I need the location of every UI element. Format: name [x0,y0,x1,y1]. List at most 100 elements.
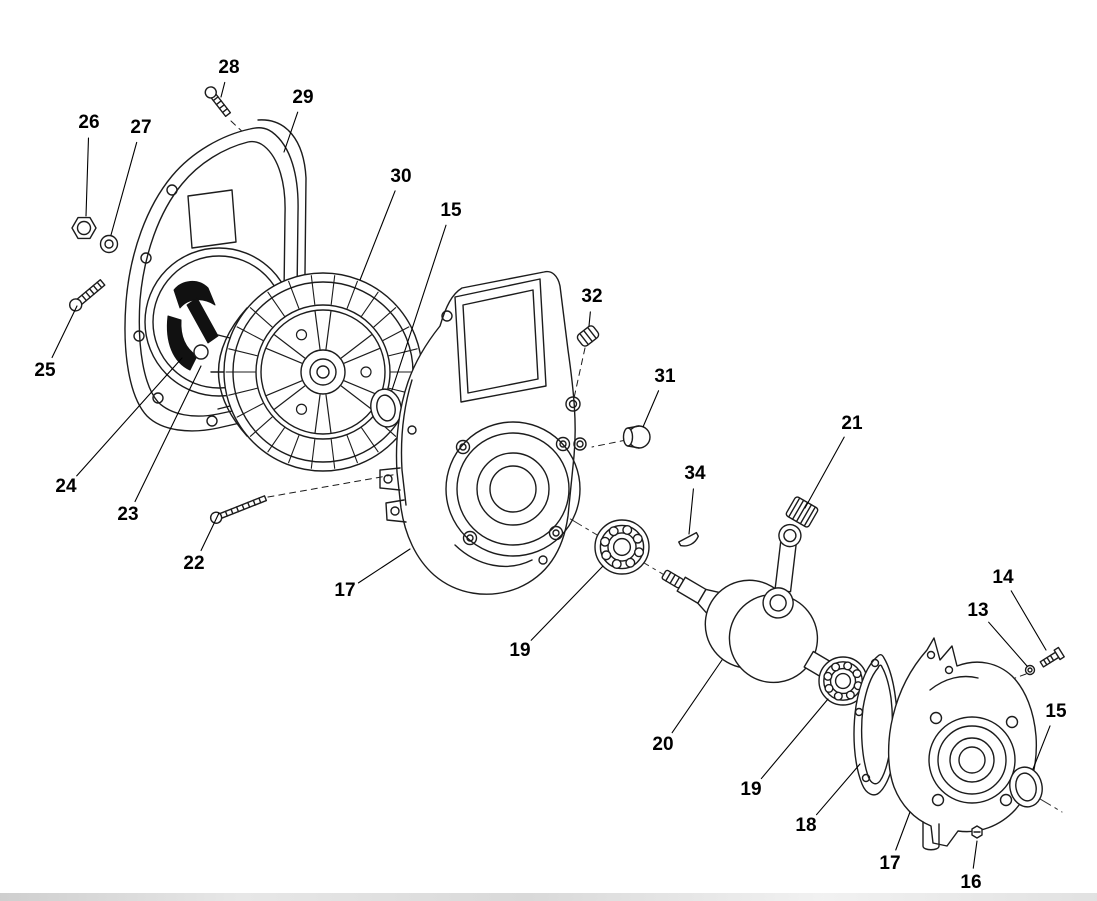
leader-line-19 [530,565,604,641]
bearing-ball [622,524,633,535]
dash-setscrew-axis [573,347,586,399]
flywheel-spoke-edge [273,334,306,359]
flywheel-fin [310,275,316,306]
case-bore-ring [937,725,1007,795]
flywheel-spoke-edge [273,385,306,410]
flywheel-spoke-edge [343,380,380,396]
scan-edge-artifact [0,893,1097,901]
part-bolt-16 [971,825,983,839]
flywheel-fin [373,307,397,328]
line-art-root [51,81,1065,869]
needle-roller [788,498,800,517]
case-bore-flange [928,716,1016,804]
flywheel-spoke-edge [325,394,332,434]
leader-line-29 [283,111,299,153]
housing-bolt-hole [206,415,218,427]
crankcase-left-contour [395,270,576,595]
part-crankcase-right [887,637,1038,851]
case-bore-hole [958,746,986,774]
flywheel-hole [295,329,308,341]
line-art [576,440,584,448]
bolt28-thread [221,108,228,114]
plug-boss [573,437,587,451]
gasket-inner [860,664,894,785]
flywheel-fin [388,348,418,357]
bearing-race-ring [599,524,645,570]
part-screw-13 [1024,664,1036,676]
flywheel-fin [382,326,410,341]
dash-bolt28-axis [230,120,248,137]
line-art [459,443,467,451]
bearing-ball [632,533,643,544]
washer-outer [99,234,119,254]
part-flywheel [210,272,423,472]
oring-inner [376,394,396,422]
fan-housing-inner-contour [138,140,286,417]
line-art [552,529,560,537]
bearing-ball [601,550,612,561]
crankcase-window-inner [462,289,539,394]
leader-line-32 [588,311,591,327]
leader-line-34 [688,488,694,535]
crank-thread [669,574,676,585]
leader-line-13 [988,621,1028,667]
flywheel-fin [361,291,379,317]
setscrew-thread [587,327,597,339]
bolt25-shaft [76,279,106,306]
callout-21: 21 [841,413,863,434]
flywheel-fin [249,307,273,328]
bearing-ball [833,691,843,701]
screw22-thread [258,497,262,504]
leader-line-27 [110,141,138,236]
key-body [678,531,699,547]
flywheel-fin [267,291,285,317]
bolt25-thread [81,294,88,302]
rod-small-end [778,523,802,548]
leader-line-16 [972,840,978,869]
rod-big-end [762,587,794,619]
flywheel-hub [300,349,346,395]
coil-segment [173,281,216,309]
housing-bolt-hole [166,184,178,196]
needle-roller [791,499,805,520]
flywheel-spoke-edge [325,310,332,350]
bearing-ball [831,662,841,672]
screw22-thread [241,504,245,511]
part-ball-bearing-left [594,519,650,575]
plug-edge [627,445,640,449]
leader-line-15 [1032,725,1051,770]
callout-15: 15 [1045,701,1067,722]
part-seal-right [1009,766,1043,808]
callout-32: 32 [581,286,603,307]
callout-34: 34 [684,463,706,484]
case-hole [407,425,417,435]
bolt25-thread [85,291,91,299]
bolt25-head [69,298,83,312]
part-ball-bearing-right [818,656,868,706]
nut-hex [71,216,97,240]
bearing-bore [612,537,632,557]
bearing-inner-race [829,667,857,695]
screw22-thread [235,506,240,513]
crankcase-flange-line [400,379,413,506]
gasket-hole [870,658,880,668]
leader-line-25 [51,305,78,359]
flywheel-fin [228,387,258,396]
flywheel-hole [295,403,308,415]
screw14-thread [1049,654,1055,662]
crankcase-volute-line [454,544,533,567]
callout-19: 19 [509,640,531,661]
bearing-inner-race [607,532,637,562]
housing-bolt-hole [152,392,164,404]
rod-small-end-hole [783,528,797,543]
part-bolt-28 [204,86,232,118]
plug-stem [622,427,634,447]
flywheel-spoke-ring [260,309,386,435]
flywheel-spoke-edge [340,334,373,359]
callout-25: 25 [34,360,56,381]
callout-18: 18 [795,815,817,836]
callout-22: 22 [183,553,205,574]
flywheel-fin [236,326,264,341]
flywheel-spoke-edge [266,380,303,396]
